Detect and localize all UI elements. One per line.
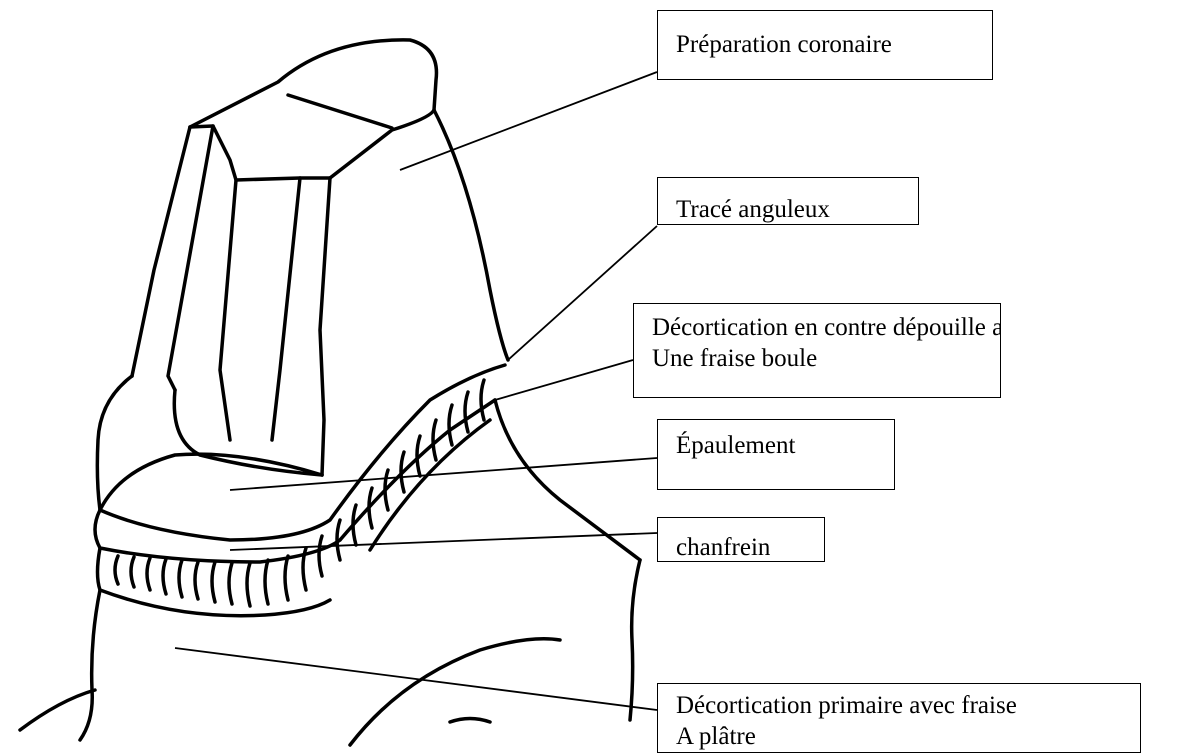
mid-wall-left [220,180,236,440]
hatch-marks [115,380,484,606]
label-text-line-1: Décortication primaire avec fraise [676,690,1140,721]
label-text: Préparation coronaire [676,29,992,60]
label-text-line-2: Une fraise boule [652,343,1000,374]
base-left-curve [20,690,95,730]
label-chanfrein: chanfrein [657,517,825,562]
left-wall-outer [132,127,190,376]
coronal-preparation-outline [190,40,508,360]
inner-base-curve [174,390,322,475]
right-axial-wall [320,178,330,475]
mid-wall-right [272,178,300,440]
occlusal-right-edge [330,110,434,178]
label-trace-anguleux: Tracé anguleux [657,177,919,225]
leader-decortication-primaire [175,648,657,710]
root-lower-curve [350,639,560,745]
label-text-line-1: Décortication en contre dépouille avec [652,312,1000,343]
root-left-line [80,590,100,740]
label-text: Tracé anguleux [676,194,918,225]
root-right-line [630,560,640,720]
label-text: chanfrein [676,532,824,562]
leader-decortication-contre-depouille [495,360,633,400]
label-preparation-coronaire: Préparation coronaire [657,10,993,80]
label-decortication-primaire: Décortication primaire avec fraise A plâ… [657,683,1141,753]
base-right-stroke [450,719,490,723]
label-text-line-2: A plâtre [676,721,1140,752]
label-text: Épaulement [676,430,894,461]
occlusal-groove [288,95,392,128]
shoulder-outline [97,365,505,540]
label-decortication-contre-depouille: Décortication en contre dépouille avec U… [633,303,1001,398]
left-wall-inner [168,126,213,390]
label-epaulement: Épaulement [657,419,895,490]
shoulder-inner-line [100,454,322,510]
leader-epaulement [230,458,657,490]
